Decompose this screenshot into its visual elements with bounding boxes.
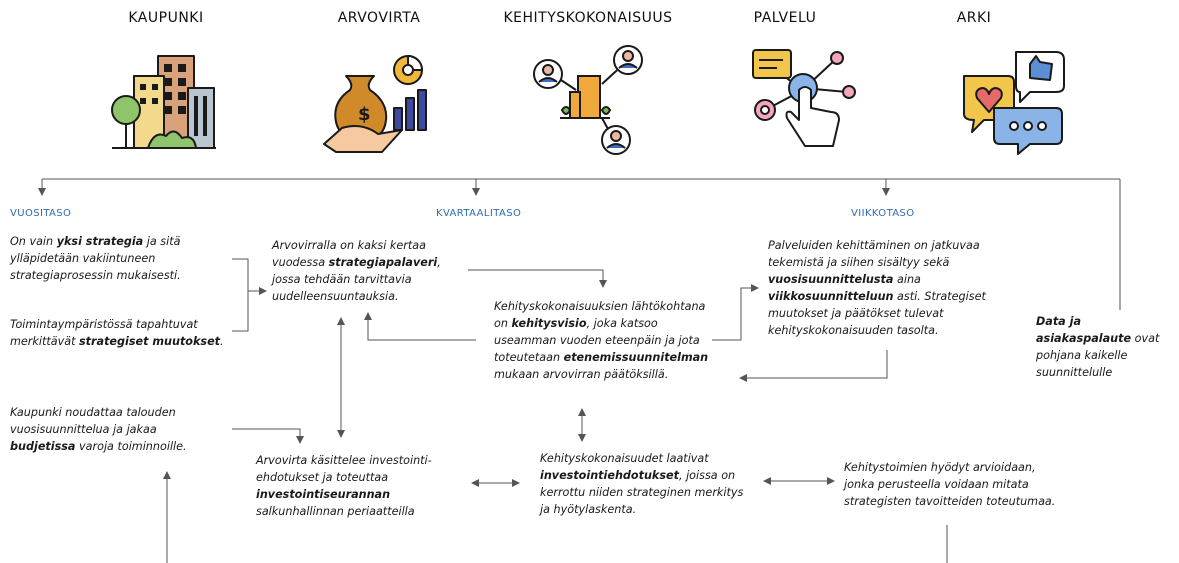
level-viikkotaso: VIIKKOTASO [851,208,915,219]
text-toimintaymparisto: Toimintaympäristössä tapahtuvat merkittä… [10,318,224,348]
touch-interface-icon [752,49,856,147]
text-strategia: On vain yksi strategia ja sitä ylläpidet… [10,235,181,282]
text-arvovirta-palaveri: Arvovirralla on kaksi kertaa vuodessa st… [272,239,441,303]
text-data-asiakaspalaute: Data ja asiakaspalaute ovat pohjana kaik… [1036,315,1160,379]
header-palvelu: PALVELU [753,10,817,26]
level-kvartaalitaso: KVARTAALITASO [436,208,522,219]
text-hyodyt: Kehitystoimien hyödyt arvioidaan, jonka … [844,461,1056,508]
text-palvelu-kehittaminen: Palveluiden kehittäminen on jatkuvaa tek… [768,239,986,337]
header-arvovirta: ARVOVIRTA [337,10,421,26]
header-kaupunki: KAUPUNKI [128,10,204,26]
text-kaupunki-budjetti: Kaupunki noudattaa talouden vuosisuunnit… [10,406,187,453]
network-people-icon [533,45,643,155]
chat-bubbles-icon [963,51,1065,155]
header-kehityskokonaisuus: KEHITYSKOKONAISUUS [503,10,673,26]
level-vuositaso: VUOSITASO [10,208,72,219]
city-buildings-icon [111,55,216,149]
text-investointi: Arvovirta käsittelee investointi-ehdotuk… [256,454,432,518]
text-lahtokohta: Kehityskokonaisuuksien lähtökohtana on k… [494,300,709,381]
money-bag-chart-icon: $ [323,55,427,153]
text-kehitys-investointi: Kehityskokonaisuudet laativat investoint… [540,452,744,516]
header-arki: ARKI [956,10,992,26]
svg-text:$: $ [358,104,371,125]
